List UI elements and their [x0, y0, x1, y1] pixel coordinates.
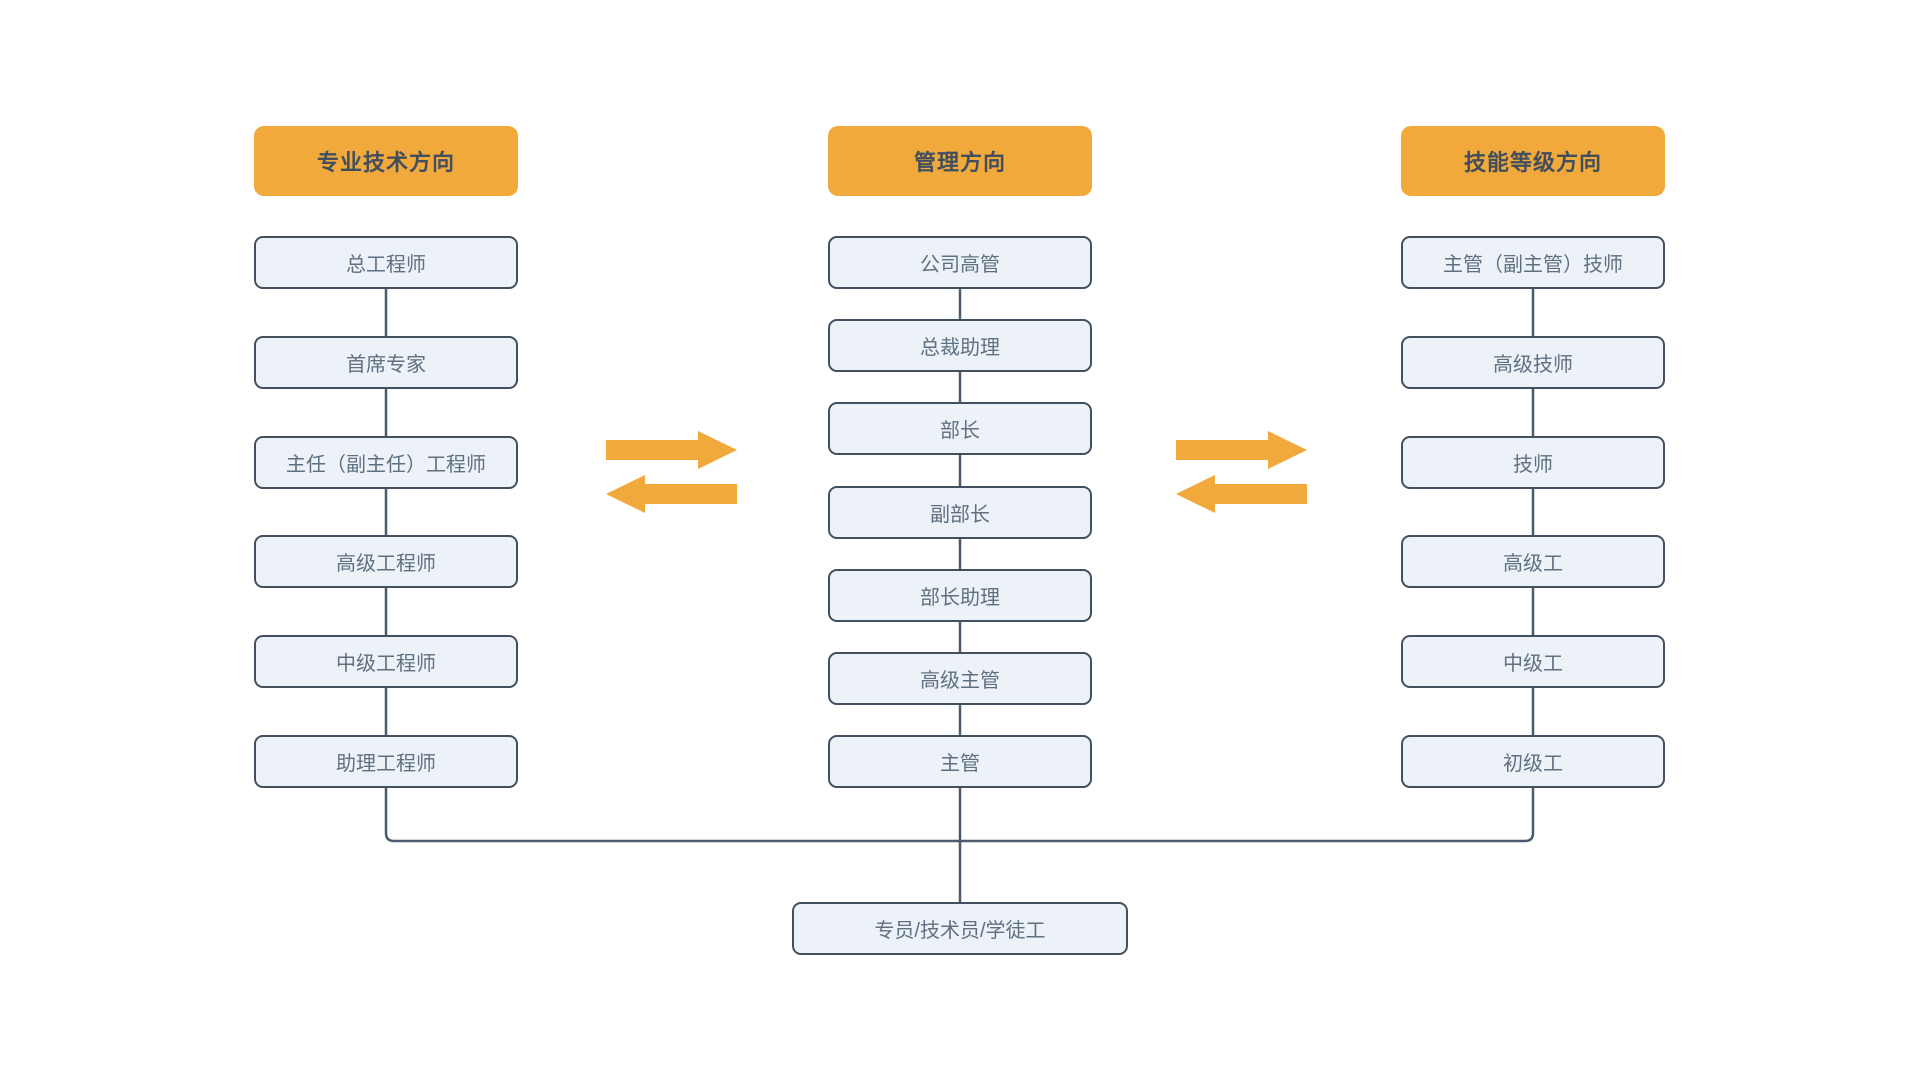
exchange-arrows-left-pair	[606, 431, 737, 513]
arrow-right-icon	[606, 431, 737, 469]
level-box: 总工程师	[254, 236, 518, 289]
level-box: 技师	[1401, 436, 1665, 489]
level-box: 初级工	[1401, 735, 1665, 788]
level-box: 公司高管	[828, 236, 1092, 289]
column-header-management: 管理方向	[828, 126, 1092, 196]
column-header-technical: 专业技术方向	[254, 126, 518, 196]
level-box: 高级工程师	[254, 535, 518, 588]
level-box: 中级工	[1401, 635, 1665, 688]
level-box: 部长	[828, 402, 1092, 455]
level-box: 中级工程师	[254, 635, 518, 688]
level-box: 高级工	[1401, 535, 1665, 588]
level-box: 助理工程师	[254, 735, 518, 788]
level-box: 高级技师	[1401, 336, 1665, 389]
level-box: 主任（副主任）工程师	[254, 436, 518, 489]
arrow-left-icon	[606, 475, 737, 513]
level-box: 高级主管	[828, 652, 1092, 705]
arrow-left-icon	[1176, 475, 1307, 513]
exchange-arrows-right-pair	[1176, 431, 1307, 513]
level-box: 总裁助理	[828, 319, 1092, 372]
base-level-box: 专员/技术员/学徒工	[792, 902, 1128, 955]
level-box: 主管	[828, 735, 1092, 788]
arrow-right-icon	[1176, 431, 1307, 469]
column-header-skill: 技能等级方向	[1401, 126, 1665, 196]
level-box: 首席专家	[254, 336, 518, 389]
level-box: 副部长	[828, 486, 1092, 539]
level-box: 主管（副主管）技师	[1401, 236, 1665, 289]
level-box: 部长助理	[828, 569, 1092, 622]
